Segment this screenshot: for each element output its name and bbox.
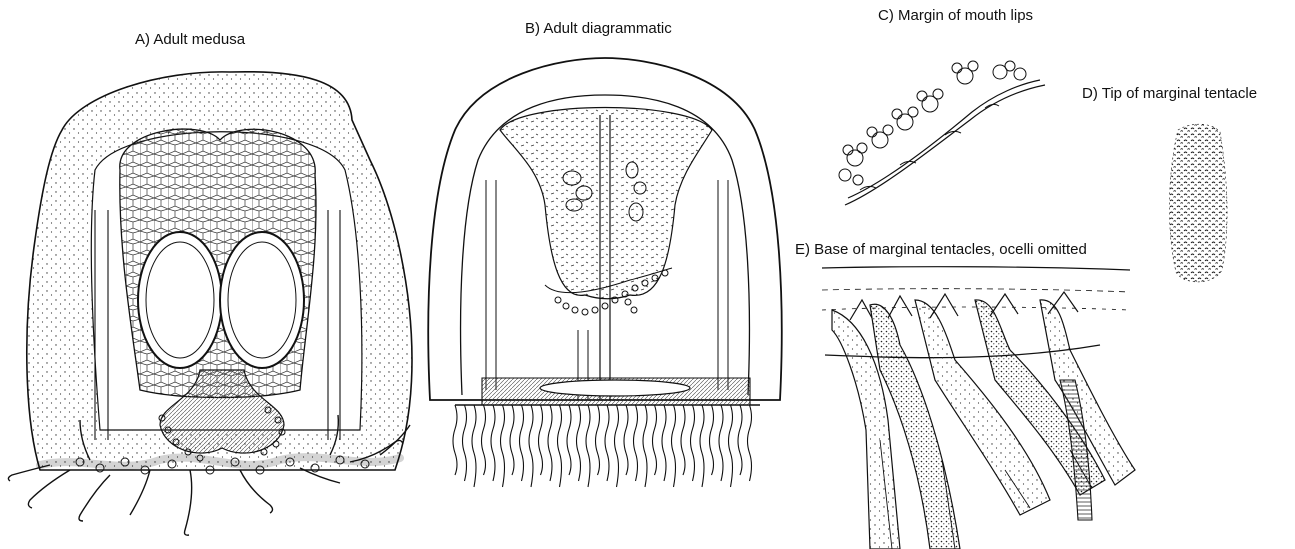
tentacle-line: [472, 405, 476, 487]
tentacle-line: [491, 405, 495, 481]
tentacle-line: [596, 405, 600, 475]
tentacle-line: [539, 405, 543, 475]
tentacle-line: [605, 405, 609, 481]
tentacle-line: [672, 405, 676, 487]
tentacle-line: [615, 405, 619, 487]
tentacle-line: [653, 405, 657, 475]
tentacle-line: [719, 405, 723, 481]
tentacle-line: [567, 405, 571, 475]
panel-c-mouth-lips-drawing: [839, 61, 1045, 205]
tentacle-line: [577, 405, 581, 481]
tentacle-line: [662, 405, 666, 481]
panel-d-tentacle-tip-drawing: [1169, 124, 1227, 282]
tentacle-line: [729, 405, 733, 487]
panel-b-diagram-drawing: [428, 58, 781, 487]
tentacle-line: [738, 405, 742, 475]
tentacle-line: [548, 405, 552, 481]
tentacle-line: [586, 405, 590, 487]
tentacle-line: [681, 405, 685, 475]
tentacle-line: [710, 405, 714, 475]
tentacle-line: [463, 405, 467, 481]
tentacle-line: [453, 405, 457, 475]
tentacle-line: [520, 405, 524, 481]
tentacle-line: [634, 405, 638, 481]
tentacle-line: [558, 405, 562, 487]
tentacle-line: [748, 405, 752, 481]
panel-a-medusa-drawing: [8, 72, 412, 535]
tentacle-line: [691, 405, 695, 481]
tentacle-line: [510, 405, 514, 475]
tentacle-line: [624, 405, 628, 475]
panel-e-tentacle-base-drawing: [822, 267, 1135, 549]
tentacle-line: [501, 405, 505, 487]
tentacle-line: [643, 405, 647, 487]
tentacle-line: [482, 405, 486, 475]
tentacle-line: [700, 405, 704, 487]
tentacle-line: [529, 405, 533, 487]
